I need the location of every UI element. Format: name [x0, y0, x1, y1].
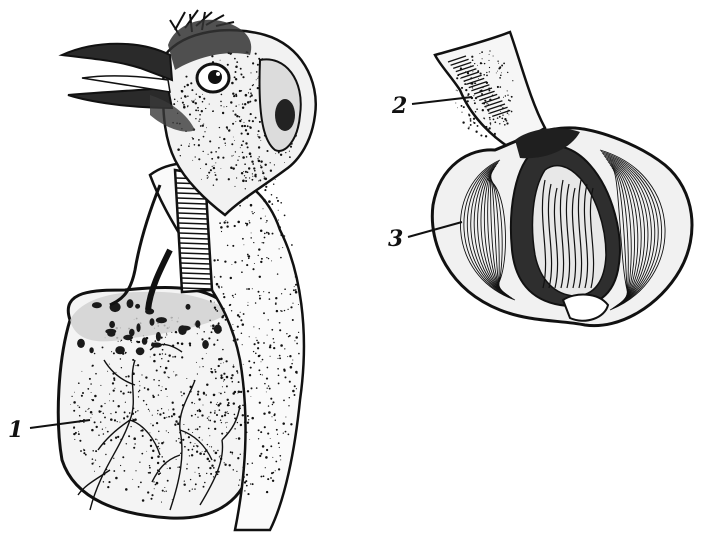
- label-3: 3: [388, 226, 403, 252]
- eye: [197, 64, 229, 92]
- label-2: 2: [391, 93, 407, 119]
- label-1: 1: [8, 417, 23, 443]
- gizzard-illustration: 2 3: [388, 32, 692, 326]
- ear-opening: [275, 99, 295, 131]
- leader-line-2: [412, 97, 472, 104]
- bird-illustration: 1: [8, 10, 316, 530]
